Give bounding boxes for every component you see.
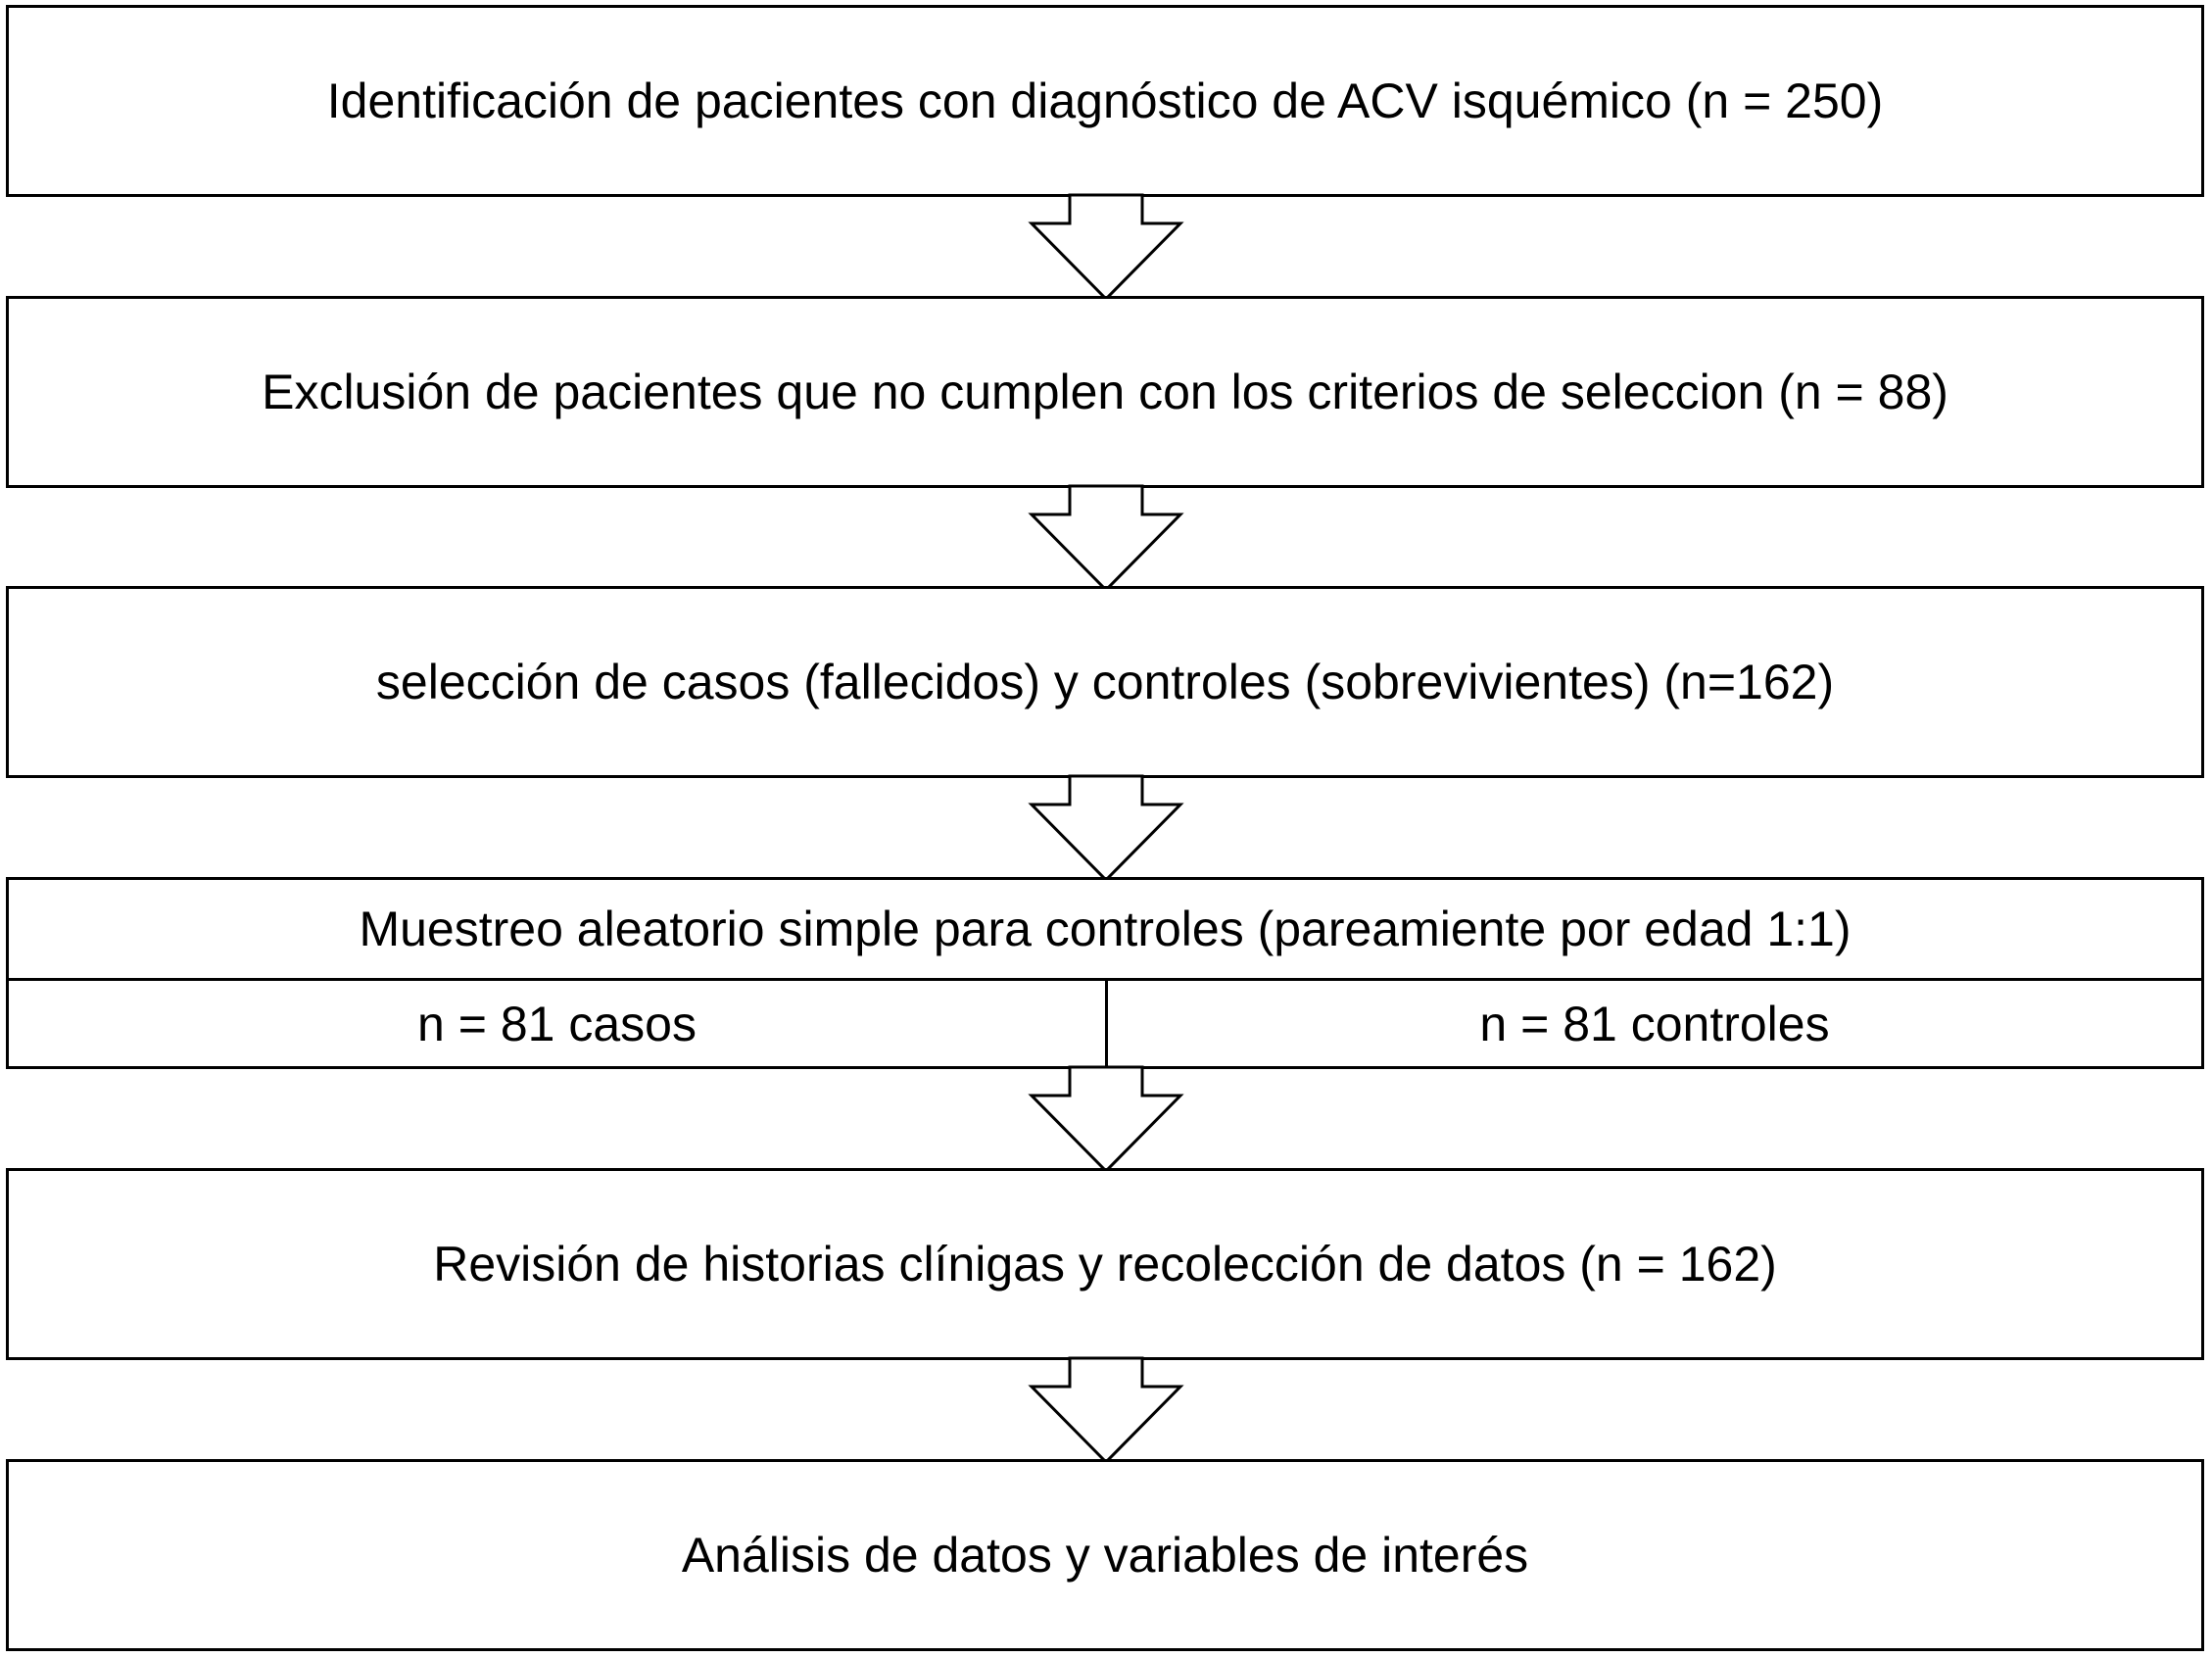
step-review-box: Revisión de historias clínigas y recolec… [6,1168,2204,1360]
step-sampling-box: Muestreo aleatorio simple para controles… [6,877,2204,1069]
down-arrow-icon-5 [1028,1356,1184,1465]
cases-label: n = 81 casos [417,996,697,1051]
step-selection-label: selección de casos (fallecidos) y contro… [375,655,1835,709]
step-exclusion-box: Exclusión de pacientes que no cumplen co… [6,296,2204,488]
step-analysis-box: Análisis de datos y variables de interés [6,1459,2204,1651]
controls-cell: n = 81 controles [1108,981,2201,1066]
step-exclusion-label: Exclusión de pacientes que no cumplen co… [262,365,1948,419]
down-arrow-icon-1 [1028,193,1184,302]
step-sampling-label: Muestreo aleatorio simple para controles… [359,902,1851,956]
cases-cell: n = 81 casos [9,981,1108,1066]
step-sampling-title: Muestreo aleatorio simple para controles… [9,880,2201,981]
step-review-label: Revisión de historias clínigas y recolec… [433,1237,1777,1292]
controls-label: n = 81 controles [1479,996,1830,1051]
step-identification-label: Identificación de pacientes con diagnóst… [326,73,1884,128]
down-arrow-icon-2 [1028,484,1184,593]
down-arrow-icon-3 [1028,774,1184,883]
step-identification-box: Identificación de pacientes con diagnóst… [6,5,2204,197]
step-selection-box: selección de casos (fallecidos) y contro… [6,586,2204,778]
step-analysis-label: Análisis de datos y variables de interés [681,1528,1529,1583]
down-arrow-icon-4 [1028,1065,1184,1174]
